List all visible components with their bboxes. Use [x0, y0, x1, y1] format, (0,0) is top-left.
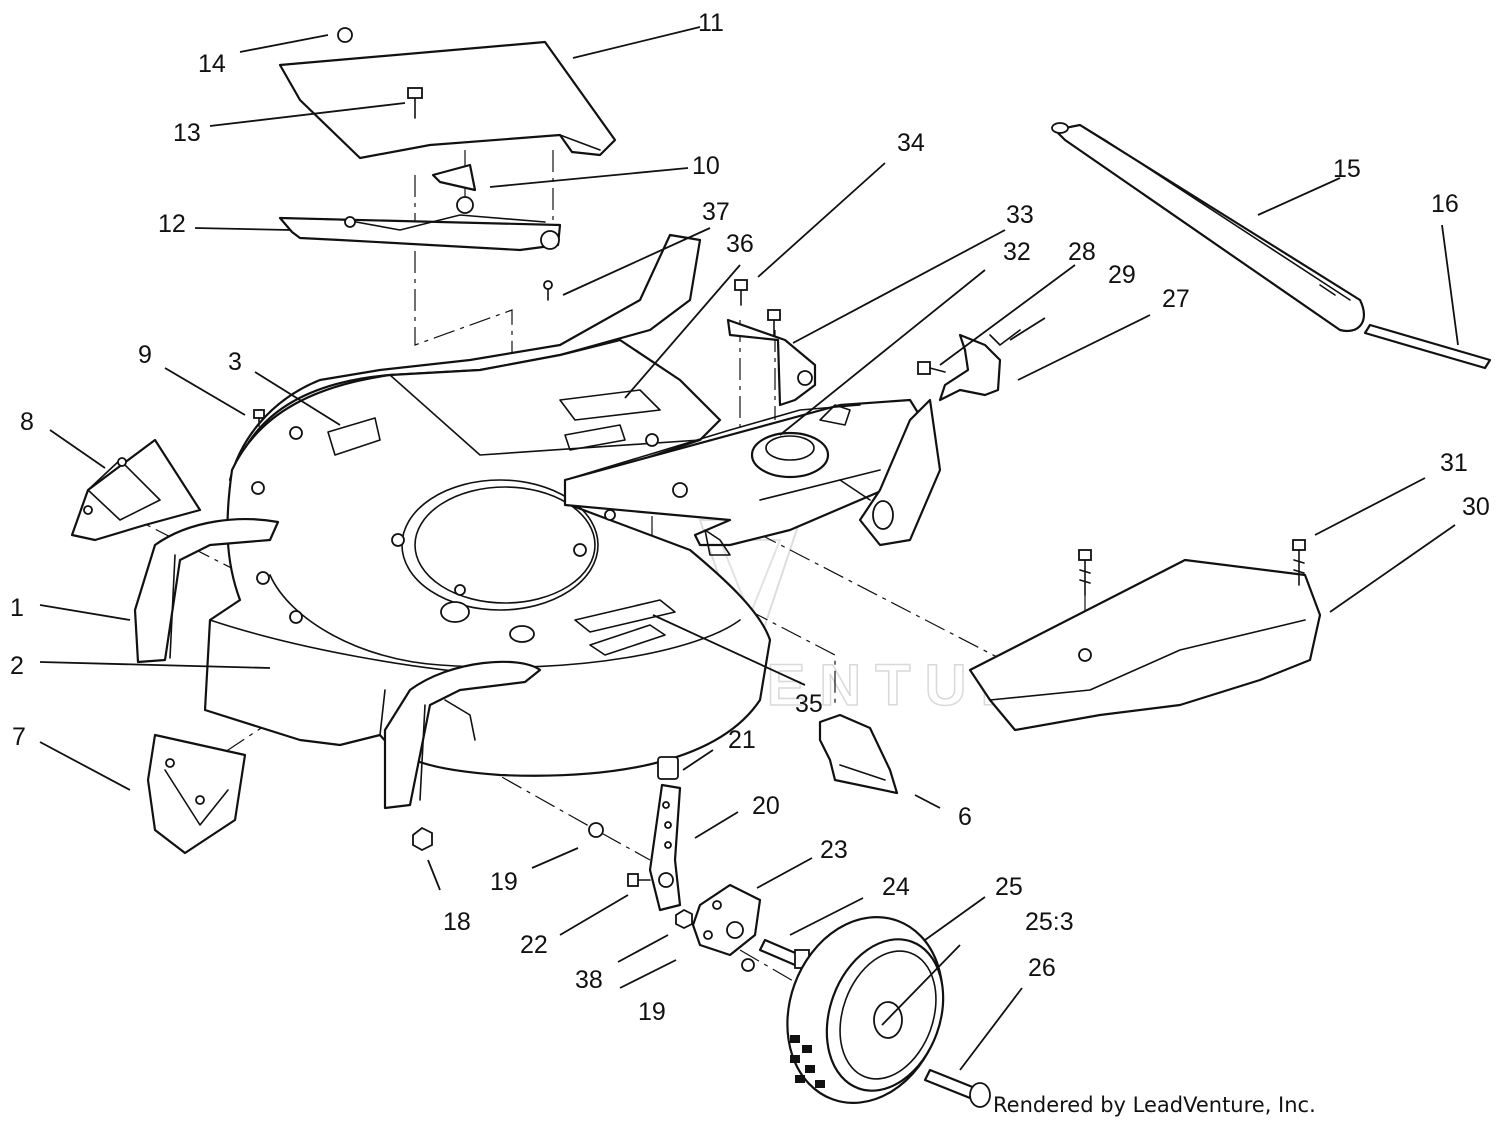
callout-26: 26 [1028, 954, 1056, 982]
callout-19-lower: 19 [638, 998, 666, 1026]
part-6-rear-skirt [818, 713, 899, 795]
callout-19-upper: 19 [490, 868, 518, 896]
part-11-top-cover [278, 40, 617, 160]
part-23-bracket [691, 883, 762, 957]
callout-35: 35 [795, 690, 823, 718]
part-27-bracket [938, 333, 1002, 402]
part-18-nut [412, 826, 433, 852]
callout-34: 34 [897, 129, 925, 157]
part-12-deflector-base [278, 196, 562, 252]
callout-24: 24 [882, 873, 910, 901]
part-15-discharge-chute [1051, 122, 1366, 333]
callout-7: 7 [12, 723, 26, 751]
callout-32: 32 [1003, 238, 1031, 266]
part-30-bolt [1078, 549, 1092, 596]
part-10-clip [431, 163, 477, 192]
part-1-front-bumper [133, 518, 280, 664]
callout-2: 2 [10, 652, 24, 680]
callout-36: 36 [726, 230, 754, 258]
screw-33-fastener [767, 309, 781, 336]
callout-20: 20 [752, 792, 780, 820]
part-28-bolt [917, 361, 946, 375]
callout-3: 3 [228, 348, 242, 376]
callout-10: 10 [692, 152, 720, 180]
callout-16: 16 [1431, 190, 1459, 218]
callout-11: 11 [698, 9, 724, 37]
callout-14: 14 [198, 50, 226, 78]
part-19-washer-upper [588, 822, 604, 838]
rear-bumper [383, 660, 542, 810]
part-26-bolt [923, 1068, 991, 1108]
callout-12: 12 [158, 210, 186, 238]
callout-23: 23 [820, 836, 848, 864]
part-25-wheel [786, 916, 945, 1104]
callout-30: 30 [1462, 493, 1490, 521]
part-13-screw [407, 87, 423, 119]
part-29-clip [989, 329, 1021, 346]
callout-29: 29 [1108, 261, 1136, 289]
callout-28: 28 [1068, 238, 1096, 266]
callout-31: 31 [1440, 449, 1468, 477]
callout-6: 6 [958, 803, 972, 831]
part-30-rear-plate [968, 558, 1322, 732]
part-7-front-skirt [146, 733, 247, 855]
callout-8: 8 [20, 408, 34, 436]
callout-25-3: 25:3 [1025, 908, 1074, 936]
drive-transmission-assembly [563, 398, 942, 556]
part-9-bolt [253, 409, 265, 427]
part-16-rod [1363, 323, 1492, 370]
callout-1: 1 [10, 594, 24, 622]
callout-38: 38 [575, 966, 603, 994]
part-22-bolt [627, 873, 651, 887]
part-20-height-arm [648, 783, 682, 912]
callout-33: 33 [1006, 201, 1034, 229]
part-36-drive-cover [559, 389, 661, 421]
callout-9: 9 [138, 341, 152, 369]
callout-13: 13 [173, 119, 201, 147]
part-21-knob [657, 756, 679, 780]
callout-15: 15 [1333, 155, 1361, 183]
part-34-screw [734, 279, 748, 306]
callout-37: 37 [702, 198, 730, 226]
mower-deck-housing [203, 233, 772, 777]
callout-21: 21 [728, 726, 756, 754]
credit-text: Rendered by LeadVenture, Inc. [993, 1093, 1316, 1117]
callout-22: 22 [520, 931, 548, 959]
part-38-nut [675, 908, 693, 930]
part-14-knob [337, 27, 353, 43]
part-19-washer-lower [741, 958, 755, 972]
part-37-screw [543, 280, 553, 301]
part-24-axle-bolt [758, 938, 810, 969]
leader-lines [39, 26, 1459, 1071]
part-8-side-skirt [70, 438, 202, 542]
part-33-bracket [726, 318, 817, 407]
callout-27: 27 [1162, 285, 1190, 313]
callout-18: 18 [443, 908, 471, 936]
part-31-bolt [1292, 539, 1306, 586]
callout-labels: 1 2 3 6 7 8 9 10 11 12 13 14 15 16 18 19… [10, 9, 1490, 1026]
callout-25: 25 [995, 873, 1023, 901]
